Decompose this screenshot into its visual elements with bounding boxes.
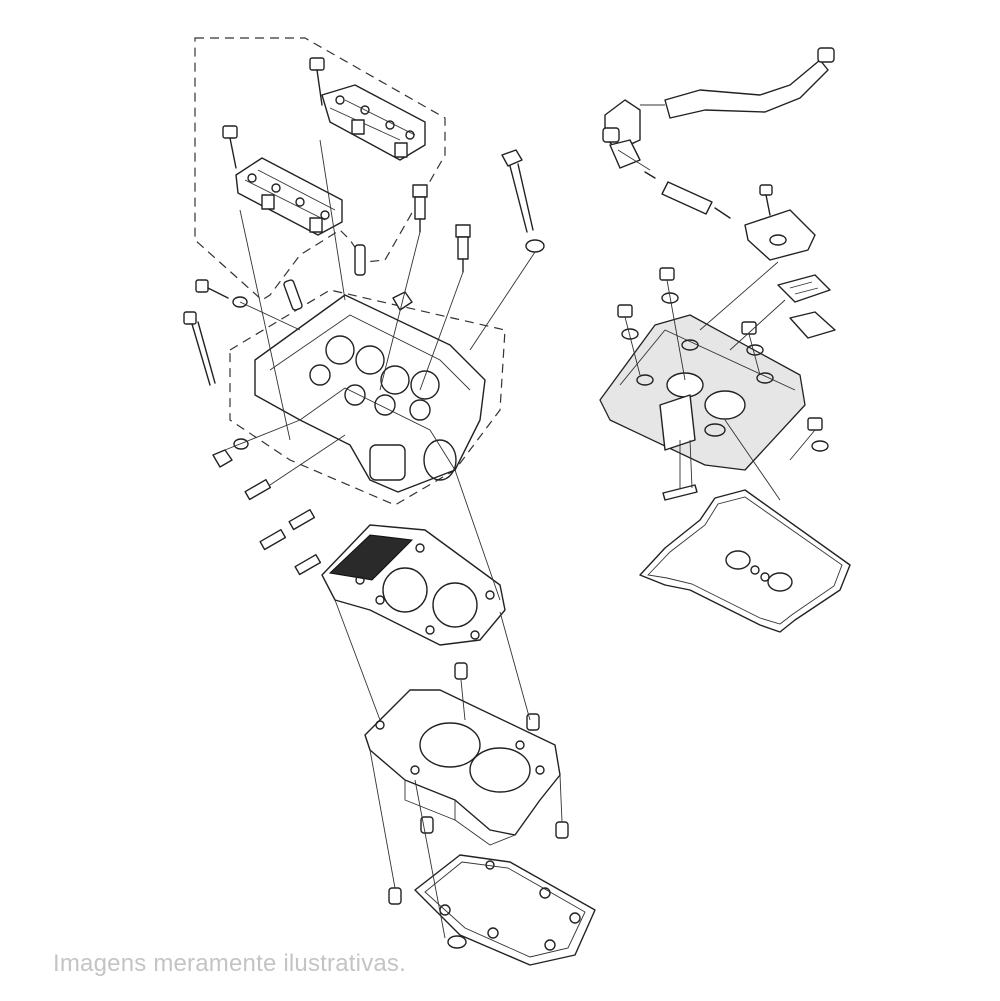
camshaft-holder-rear (321, 84, 426, 161)
washer-head-bolt (525, 239, 545, 253)
head-long-side-bolt (183, 311, 216, 386)
valve-cover-bracket (662, 439, 698, 501)
air-hose-lower (644, 171, 731, 219)
bolt-camshaft-holder-front (222, 125, 238, 169)
stud-bolts (244, 478, 322, 576)
valve-cover-gasket (639, 489, 851, 633)
cylinder-head-bolt-long (501, 149, 534, 233)
leader-lines-right (617, 104, 786, 501)
bolt-camshaft-holder-rear (309, 57, 325, 106)
valve-cover-bolts-washers (617, 267, 829, 461)
head-bolt-washer (212, 438, 249, 468)
spark-plug-1 (412, 184, 428, 233)
camshaft-holder-front (235, 157, 343, 236)
base-gasket-o-ring (447, 935, 467, 949)
cylinder-head (254, 294, 486, 493)
cylinder-dowel-pins (388, 662, 569, 905)
spark-plug-2 (455, 224, 471, 273)
reed-valve-plate (777, 274, 836, 339)
leader-lines-left (224, 139, 563, 939)
cylinder-head-gasket (321, 524, 506, 646)
cylinder-base-gasket (414, 854, 596, 966)
head-side-bolt (195, 279, 248, 308)
dashed-group-outline-camshaft (194, 37, 446, 301)
reed-valve-cover (744, 184, 816, 261)
air-injection-valve (602, 99, 641, 169)
disclaimer-caption: Imagens meramente ilustrativas. (53, 950, 407, 977)
cylinder-block (364, 689, 561, 846)
air-hose-upper (664, 47, 835, 119)
valve-cover (599, 314, 806, 471)
